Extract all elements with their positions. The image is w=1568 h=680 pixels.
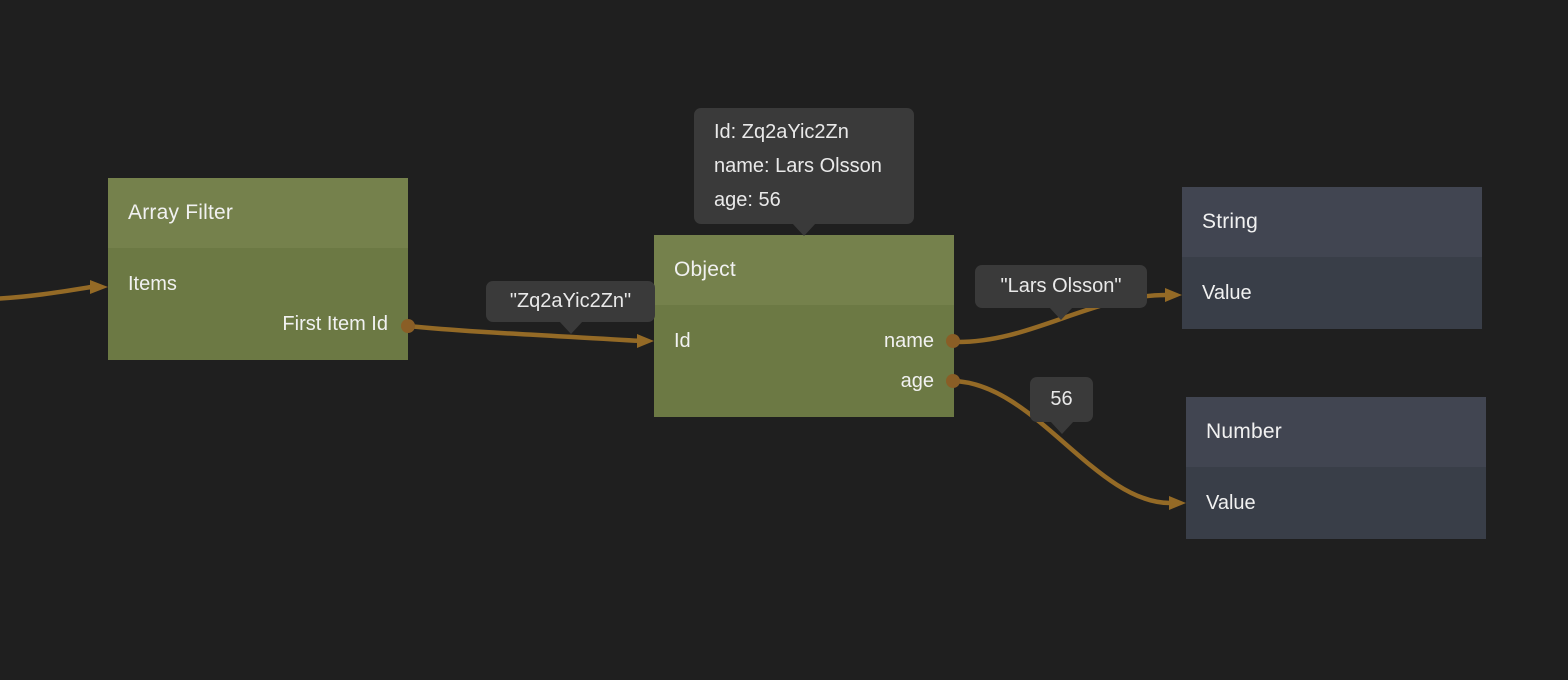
node-object[interactable]: Object Id name age [654,235,954,417]
output-port-label-first-item-id: First Item Id [282,312,388,335]
node-string-title: String [1202,210,1259,233]
node-object-header[interactable]: Object [654,235,954,305]
node-string-header[interactable]: String [1182,187,1482,257]
output-port-label-name: name [883,329,934,352]
wire-value-age-text: 56 [1050,388,1073,410]
output-port-label-age: age [900,369,934,392]
node-string-body: Value [1182,257,1482,329]
wire-first-item-id-to-id[interactable] [405,323,643,344]
wire-value-label-age: 56 [1030,377,1093,434]
port-row-items: Items [108,264,408,304]
object-tooltip-line-name: name: Lars Olsson [714,155,882,177]
node-number-header[interactable]: Number [1186,397,1486,467]
node-string[interactable]: String Value [1182,187,1482,329]
node-number[interactable]: Number Value [1186,397,1486,539]
port-row-number-value: Value [1186,483,1486,523]
object-tooltip-line-id: Id: Zq2aYic2Zn [714,121,849,143]
node-array-filter-body: Items First Item Id [108,248,408,360]
node-number-body: Value [1186,467,1486,539]
port-row-age: age [654,361,954,401]
output-port-age[interactable] [946,374,960,388]
node-array-filter[interactable]: Array Filter Items First Item Id [108,178,408,360]
wire-value-label-name: "Lars Olsson" [975,265,1147,320]
wire-value-name-text: "Lars Olsson" [1000,275,1122,297]
node-object-body: Id name age [654,305,954,417]
output-port-first-item-id[interactable] [401,319,415,333]
port-row-string-value: Value [1182,273,1482,313]
input-port-label-number-value: Value [1206,491,1256,514]
port-row-id-name: Id name [654,321,954,361]
wire-value-id-text: "Zq2aYic2Zn" [509,290,632,312]
node-array-filter-header[interactable]: Array Filter [108,178,408,248]
output-port-name[interactable] [946,334,960,348]
input-port-label-items: Items [128,272,177,295]
input-port-label-string-value: Value [1202,281,1252,304]
wire-age-to-number-value[interactable] [950,378,1173,506]
node-object-title: Object [674,258,736,281]
port-row-first-item-id: First Item Id [108,304,408,344]
node-array-filter-title: Array Filter [128,201,234,224]
input-port-label-id: Id [674,329,691,352]
wire-into-items[interactable] [0,284,94,301]
object-tooltip-line-age: age: 56 [714,189,781,211]
node-number-title: Number [1206,420,1282,443]
wire-value-label-id: "Zq2aYic2Zn" [486,281,655,334]
object-node-tooltip: Id: Zq2aYic2Zn name: Lars Olsson age: 56 [694,108,914,236]
